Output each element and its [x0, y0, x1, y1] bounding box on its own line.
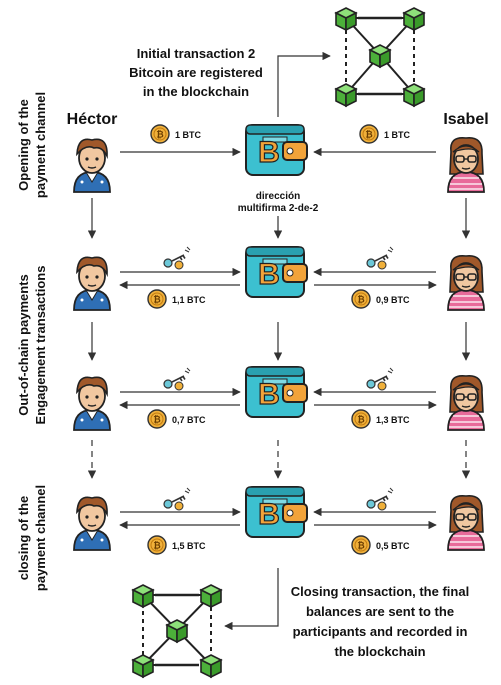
amount-label: 0,7 BTC: [172, 415, 206, 425]
key-icon: [163, 367, 191, 391]
key-icon: [366, 487, 394, 511]
amount-label: 1,3 BTC: [376, 415, 410, 425]
key-icon: [366, 246, 394, 270]
row-opening: 1 BTC 1 BTC: [73, 124, 485, 193]
svg-text:Initial transaction 2: Initial transaction 2: [137, 46, 255, 61]
key-icon: [163, 246, 191, 270]
multisig-label: dirección multifirma 2-de-2: [238, 191, 319, 214]
row-offchain-1: 1,1 BTC 0,9 BTC: [73, 246, 485, 311]
hector-avatar-icon: [73, 496, 111, 551]
arrow-to-blockchain-bottom: [224, 568, 279, 631]
row-closing: 1,5 BTC 0,5 BTC: [73, 486, 485, 555]
svg-text:Bitcoin are registered: Bitcoin are registered: [129, 65, 263, 80]
wallet-icon: [245, 124, 308, 176]
amount-label: 1 BTC: [384, 130, 411, 140]
svg-text:Opening of the: Opening of the: [16, 99, 31, 191]
vertical-arrows: [87, 198, 471, 479]
coin-icon: [150, 124, 170, 144]
isabel-name: Isabel: [443, 111, 488, 128]
amount-label: 0,5 BTC: [376, 541, 410, 551]
hector-avatar-icon: [73, 376, 111, 431]
svg-text:balances are sent to the: balances are sent to the: [306, 604, 454, 619]
closing-note: Closing transaction, the final balances …: [291, 584, 469, 659]
hector-avatar-icon: [73, 138, 111, 193]
hector-name: Héctor: [67, 111, 118, 128]
isabel-avatar-icon: [447, 494, 485, 551]
svg-text:closing of the: closing of the: [16, 496, 31, 581]
wallet-icon: [245, 246, 308, 298]
wallet-icon: [245, 486, 308, 538]
phase-label-closing: closing of the payment channel: [16, 485, 48, 591]
coin-icon: [351, 289, 371, 309]
svg-text:dirección: dirección: [256, 191, 300, 202]
amount-label: 1,1 BTC: [172, 295, 206, 305]
coin-icon: [147, 289, 167, 309]
coin-icon: [147, 409, 167, 429]
isabel-avatar-icon: [447, 374, 485, 431]
key-icon: [163, 487, 191, 511]
blockchain-top-icon: [335, 7, 425, 107]
key-icon: [366, 367, 394, 391]
isabel-avatar-icon: [447, 136, 485, 193]
coin-icon: [359, 124, 379, 144]
coin-icon: [351, 409, 371, 429]
svg-text:Engagement transactions: Engagement transactions: [33, 266, 48, 425]
phase-label-offchain: Out-of-chain payments Engagement transac…: [16, 266, 48, 425]
svg-text:the blockchain: the blockchain: [334, 644, 425, 659]
isabel-avatar-icon: [447, 254, 485, 311]
amount-label: 1,5 BTC: [172, 541, 206, 551]
phase-label-opening: Opening of the payment channel: [16, 92, 48, 198]
svg-text:payment channel: payment channel: [33, 92, 48, 198]
svg-text:Closing transaction, the final: Closing transaction, the final: [291, 584, 469, 599]
svg-text:participants and recorded in: participants and recorded in: [293, 624, 468, 639]
amount-label: 0,9 BTC: [376, 295, 410, 305]
coin-icon: [351, 535, 371, 555]
hector-avatar-icon: [73, 256, 111, 311]
svg-text:multifirma 2-de-2: multifirma 2-de-2: [238, 203, 319, 214]
wallet-icon: [245, 366, 308, 418]
svg-text:payment channel: payment channel: [33, 485, 48, 591]
svg-text:Out-of-chain payments: Out-of-chain payments: [16, 274, 31, 416]
row-offchain-2: 0,7 BTC 1,3 BTC: [73, 366, 485, 431]
amount-label: 1 BTC: [175, 130, 202, 140]
coin-icon: [147, 535, 167, 555]
svg-text:in the blockchain: in the blockchain: [143, 84, 249, 99]
blockchain-bottom-icon: [132, 584, 222, 678]
opening-note: Initial transaction 2 Bitcoin are regist…: [129, 46, 263, 99]
arrow-to-blockchain-top: [277, 51, 331, 117]
